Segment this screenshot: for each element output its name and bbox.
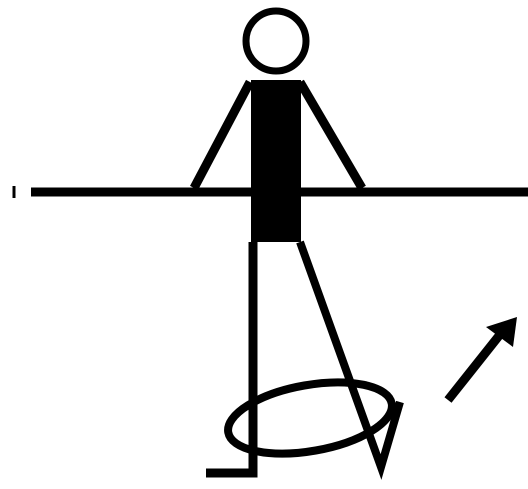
head xyxy=(246,11,306,71)
torso xyxy=(251,80,301,242)
left-arm xyxy=(194,82,250,188)
swinging-leg xyxy=(300,242,400,467)
direction-arrow-shaft xyxy=(448,332,502,400)
right-arm xyxy=(300,82,362,188)
